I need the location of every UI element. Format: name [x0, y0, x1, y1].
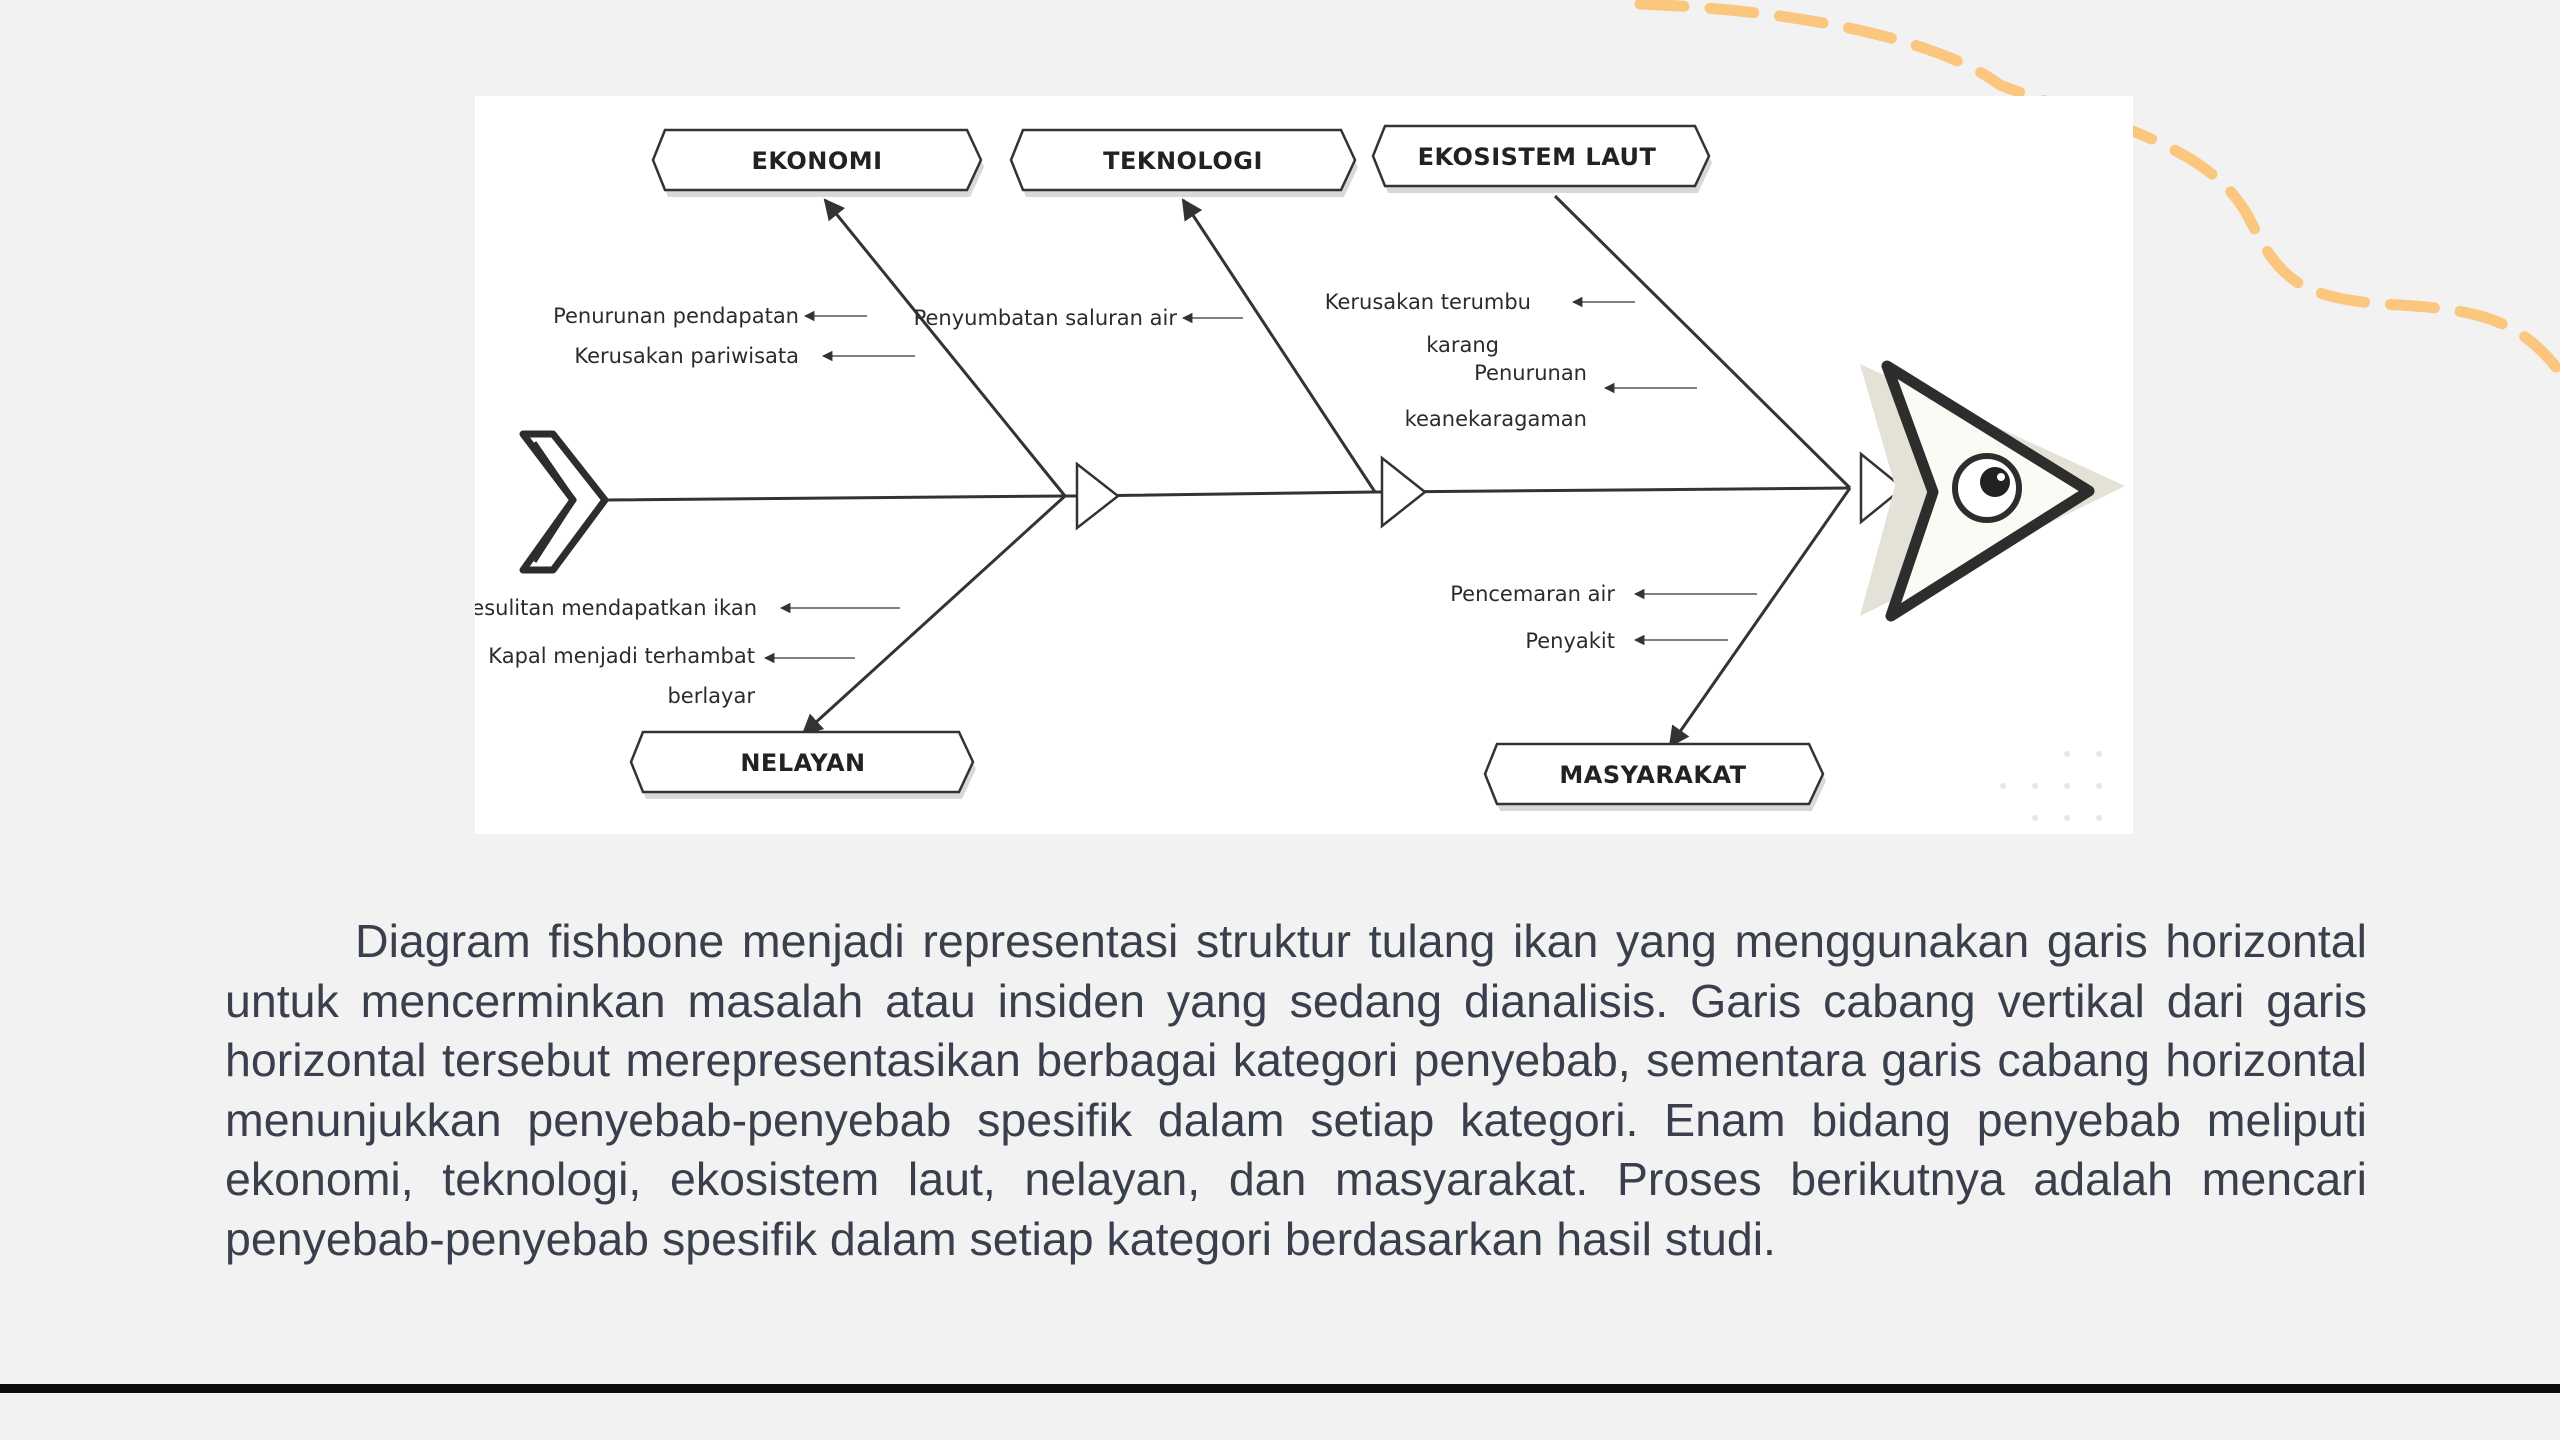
fish-head — [1860, 364, 2125, 616]
description-paragraph: Diagram fishbone menjadi representasi st… — [225, 912, 2367, 1269]
bone-teknologi — [1183, 200, 1375, 492]
cause-nelayan-3: berlayar — [667, 684, 755, 708]
category-label-ekosistem-laut: EKOSISTEM LAUT — [1418, 143, 1657, 171]
cause-masyarakat-2: Penyakit — [1525, 629, 1615, 653]
cause-masyarakat-1: Pencemaran air — [1450, 582, 1615, 606]
cause-nelayan-1: Kesulitan mendapatkan ikan — [475, 596, 757, 620]
cause-ekosistem-laut-3: Penurunan — [1474, 361, 1587, 385]
category-label-teknologi: TEKNOLOGI — [1103, 147, 1263, 175]
cause-nelayan-2: Kapal menjadi terhambat — [488, 644, 755, 668]
fish-tail — [523, 434, 605, 570]
category-label-nelayan: NELAYAN — [740, 749, 865, 777]
bone-masyarakat — [1670, 488, 1850, 746]
category-ekonomi: EKONOMI — [653, 130, 984, 197]
bottom-divider — [0, 1384, 2560, 1393]
category-ekosistem-laut: EKOSISTEM LAUT — [1373, 126, 1712, 193]
category-nelayan: NELAYAN — [631, 732, 976, 799]
category-label-ekonomi: EKONOMI — [751, 147, 882, 175]
category-masyarakat: MASYARAKAT — [1485, 744, 1826, 811]
cause-ekosistem-laut-1: Kerusakan terumbu — [1325, 290, 1531, 314]
spine-joint-1 — [1077, 464, 1118, 528]
bone-ekonomi — [825, 200, 1065, 496]
category-teknologi: TEKNOLOGI — [1011, 130, 1358, 197]
fish-spine — [605, 488, 1850, 500]
bone-ekosistem-laut — [1555, 196, 1850, 488]
cause-ekosistem-laut-4: keanekaragaman — [1405, 407, 1587, 431]
fishbone-diagram: EKONOMI TEKNOLOGI EKOSISTEM LAUT NELAYAN… — [475, 96, 2133, 834]
spine-joint-2 — [1382, 458, 1425, 526]
cause-teknologi-1: Penyumbatan saluran air — [914, 306, 1178, 330]
cause-ekonomi-1: Penurunan pendapatan — [553, 304, 799, 328]
bone-nelayan — [803, 496, 1065, 734]
category-label-masyarakat: MASYARAKAT — [1559, 761, 1746, 789]
cause-ekonomi-2: Kerusakan pariwisata — [574, 344, 799, 368]
dot-pattern — [2000, 751, 2102, 821]
cause-ekosistem-laut-2: karang — [1426, 333, 1499, 357]
